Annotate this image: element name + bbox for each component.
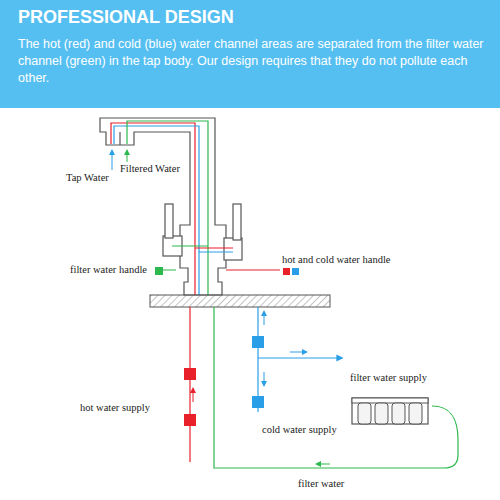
hot-supply-pipe [184,307,196,462]
leader-line [162,270,176,271]
legend-item: hot and cold water handle [282,254,390,266]
supply-label: hot water supply [80,402,150,414]
pipe-label: filter water [298,478,344,490]
legend-item: filter water handle [70,264,163,276]
hot-sample [283,268,290,275]
legend-swatch [155,267,163,275]
cold-supply-pipe [252,307,340,412]
counter-slab [150,295,330,307]
filter-unit: filter water supply [350,372,431,428]
filter-water-pipe [214,307,458,468]
leader-line [226,270,280,271]
page-title: PROFESSIONAL DESIGN [18,7,234,28]
legend-text: filter water handle [70,264,147,275]
cold-sample [292,268,299,275]
tap-water-arrow [112,152,113,170]
outlet-label: Tap Water [66,172,109,184]
legend-text: hot and cold water handle [282,254,390,265]
filter-cartridges [350,384,431,428]
filtered-water-arrow [127,152,128,162]
outlet-label: Filtered Water [120,163,180,175]
node-heading: filter water supply [350,372,431,384]
supply-label: cold water supply [262,424,337,436]
intro-paragraph: The hot (red) and cold (blue) water chan… [18,36,486,87]
